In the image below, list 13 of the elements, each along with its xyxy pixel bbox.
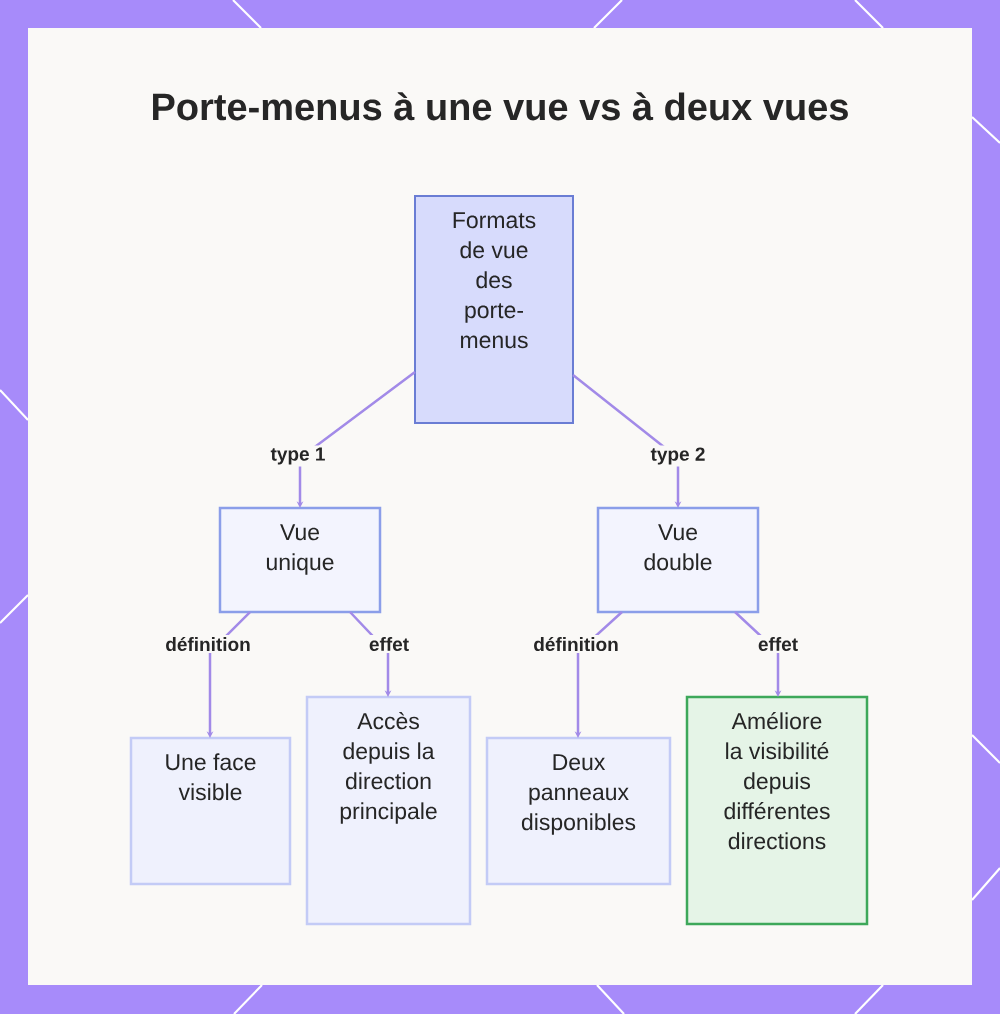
edge-label: effet <box>755 635 801 653</box>
branch-box: Vue unique <box>218 506 382 614</box>
root-box: Formats de vue des porte-menus <box>414 195 574 424</box>
leaf-box: Améliore la visibilité depuis différentes directions <box>685 695 869 926</box>
leaf-box: Accès depuis la direction principale <box>305 695 472 926</box>
leaf-box: Une face visible <box>129 736 292 886</box>
edge-label: type 2 <box>648 445 708 467</box>
leaf-box: Deux panneaux disponibles <box>485 736 672 886</box>
title: Porte-menus à une vue vs à deux vues <box>153 92 848 121</box>
edge-label: effet <box>366 635 412 653</box>
branch-box: Vue double <box>596 506 760 614</box>
arrow <box>572 374 682 508</box>
edge-label: type 1 <box>268 445 328 467</box>
